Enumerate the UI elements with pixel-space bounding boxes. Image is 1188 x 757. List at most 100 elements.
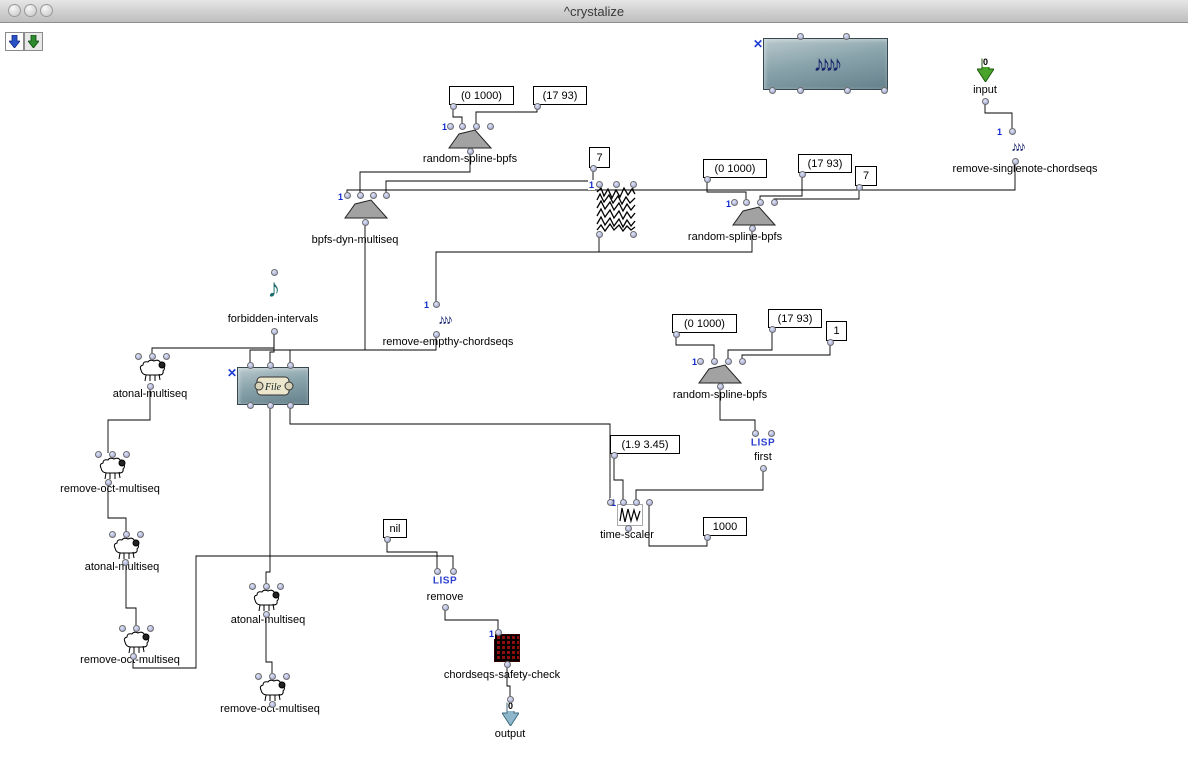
outlet-dot[interactable] <box>844 87 851 94</box>
notes-icon[interactable]: ♪♪♪1 <box>430 306 458 332</box>
inlet-dot[interactable] <box>797 33 804 40</box>
outlet-dot[interactable] <box>105 479 112 486</box>
inlet-dot[interactable] <box>133 625 140 632</box>
outlet-dot[interactable] <box>797 87 804 94</box>
inlet-dot[interactable] <box>149 353 156 360</box>
lisp-tag[interactable]: LISP <box>751 438 775 449</box>
outlet-dot[interactable] <box>827 339 834 346</box>
sheep-icon[interactable] <box>110 536 142 560</box>
outlet-dot[interactable] <box>450 103 457 110</box>
outlet-dot[interactable] <box>769 326 776 333</box>
outlet-dot[interactable] <box>122 559 129 566</box>
outlet-dot[interactable] <box>534 103 541 110</box>
patch-cord[interactable] <box>152 332 274 355</box>
outlet-dot[interactable] <box>1012 158 1019 165</box>
patch-cord[interactable] <box>985 101 1012 130</box>
outlet-dot[interactable] <box>704 176 711 183</box>
inlet-dot[interactable] <box>137 531 144 538</box>
const-1[interactable]: 1 <box>826 321 847 341</box>
inlet-dot[interactable] <box>344 192 351 199</box>
outlet-dot[interactable] <box>287 402 294 409</box>
inlet-dot[interactable] <box>630 181 637 188</box>
outlet-dot[interactable] <box>704 534 711 541</box>
patch-cord[interactable] <box>649 503 707 546</box>
inlet-dot[interactable] <box>109 451 116 458</box>
outlet-dot[interactable] <box>673 331 680 338</box>
inlet-dot[interactable] <box>263 583 270 590</box>
const-1000[interactable]: 1000 <box>703 517 747 536</box>
inlet-dot[interactable] <box>596 181 603 188</box>
inlet-dot[interactable] <box>247 362 254 369</box>
outlet-dot[interactable] <box>271 328 278 335</box>
patch-cord[interactable] <box>290 406 610 501</box>
title-bar[interactable]: ^crystalize <box>0 0 1188 23</box>
inlet-dot[interactable] <box>255 673 262 680</box>
const-17-93-a[interactable]: (17 93) <box>533 86 587 105</box>
outlet-dot[interactable] <box>596 231 603 238</box>
inlet-dot[interactable] <box>119 625 126 632</box>
patch-cord[interactable] <box>476 106 537 125</box>
inlet-dot[interactable] <box>607 499 614 506</box>
patch-cord[interactable] <box>445 608 498 631</box>
arrow-out-icon[interactable]: 0 <box>502 702 519 726</box>
patch-cord[interactable] <box>387 539 437 570</box>
outlet-dot[interactable] <box>504 661 511 668</box>
inlet-dot[interactable] <box>752 430 759 437</box>
arrow-in-icon[interactable]: 0 <box>977 58 994 82</box>
inlet-dot[interactable] <box>757 199 764 206</box>
outlet-dot[interactable] <box>384 536 391 543</box>
inlet-dot[interactable] <box>725 358 732 365</box>
inlet-dot[interactable] <box>135 353 142 360</box>
bpf-icon[interactable]: 1 <box>732 205 776 226</box>
green-down-arrow-button[interactable] <box>24 32 43 51</box>
inlet-dot[interactable] <box>370 192 377 199</box>
inlet-dot[interactable] <box>697 358 704 365</box>
lisp-tag[interactable]: LISP <box>433 576 457 587</box>
inlet-dot[interactable] <box>283 673 290 680</box>
outlet-dot[interactable] <box>130 653 137 660</box>
const-17-93-c[interactable]: (17 93) <box>768 309 822 328</box>
outlet-dot[interactable] <box>982 98 989 105</box>
const-7-b[interactable]: 7 <box>855 166 877 186</box>
inlet-dot[interactable] <box>249 583 256 590</box>
sheep-icon[interactable] <box>120 630 152 654</box>
patch-cord[interactable] <box>436 235 599 303</box>
outlet-dot[interactable] <box>799 171 806 178</box>
inlet-dot[interactable] <box>507 696 514 703</box>
inlet-dot[interactable] <box>768 430 775 437</box>
const-range[interactable]: (1.9 3.45) <box>610 435 680 454</box>
const-17-93-b[interactable]: (17 93) <box>798 154 852 173</box>
inlet-dot[interactable] <box>646 499 653 506</box>
sheep-icon[interactable] <box>256 678 288 702</box>
inlet-dot[interactable] <box>450 568 457 575</box>
inlet-dot[interactable] <box>267 362 274 369</box>
outlet-dot[interactable] <box>769 87 776 94</box>
inlet-dot[interactable] <box>495 629 502 636</box>
inlet-dot[interactable] <box>163 353 170 360</box>
inlet-dot[interactable] <box>473 123 480 130</box>
outlet-dot[interactable] <box>625 525 632 532</box>
outlet-dot[interactable] <box>760 465 767 472</box>
inlet-dot[interactable] <box>383 192 390 199</box>
inlet-dot[interactable] <box>613 181 620 188</box>
file-box[interactable]: File <box>237 367 309 405</box>
close-button[interactable] <box>8 4 21 17</box>
inlet-dot[interactable] <box>287 362 294 369</box>
const-0-1000-c[interactable]: (0 1000) <box>672 314 737 333</box>
inlet-dot[interactable] <box>620 499 627 506</box>
note-teal-icon[interactable]: ♪ <box>264 274 284 302</box>
patch-cord[interactable] <box>347 190 633 194</box>
outlet-dot[interactable] <box>717 383 724 390</box>
sheep-icon[interactable] <box>250 588 282 612</box>
midi-box[interactable]: ♪♪♪♪ <box>763 38 888 90</box>
inlet-dot[interactable] <box>771 199 778 206</box>
zoom-button[interactable] <box>40 4 53 17</box>
minimize-button[interactable] <box>24 4 37 17</box>
outlet-dot[interactable] <box>611 452 618 459</box>
patch-cord[interactable] <box>266 406 270 585</box>
inlet-dot[interactable] <box>123 531 130 538</box>
inlet-dot[interactable] <box>123 451 130 458</box>
patch-cord[interactable] <box>742 342 830 360</box>
outlet-dot[interactable] <box>362 219 369 226</box>
grid-icon[interactable]: 1 <box>494 634 520 662</box>
